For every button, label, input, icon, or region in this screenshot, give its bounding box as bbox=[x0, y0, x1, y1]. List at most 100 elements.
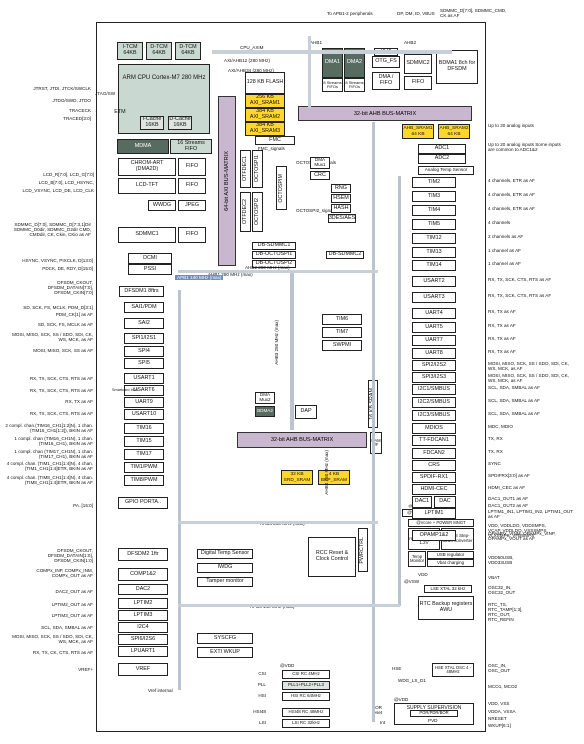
usart10: USART10 bbox=[124, 409, 164, 420]
tim1: TIM1/PWM bbox=[124, 462, 164, 473]
rcc: RCC Reset & Clock Control bbox=[308, 537, 356, 577]
exti: EXTI WKUP bbox=[197, 647, 253, 658]
sig-uart5: RX, TX as AF bbox=[488, 323, 516, 328]
dmamux2: DMA Mux2 bbox=[255, 392, 275, 404]
vdd-supply-label: @VDD bbox=[394, 697, 409, 702]
sai1: SAI1/PDM bbox=[124, 302, 164, 313]
bdma2: BDMA2 bbox=[255, 406, 275, 417]
sig-uart7: RX, TX as AF bbox=[488, 336, 516, 341]
sig-tim5: 4 channels bbox=[488, 220, 511, 225]
sig-vdd-vss: VDD, VSS bbox=[488, 701, 510, 706]
fmc: FMC bbox=[255, 136, 295, 145]
smartcard-label: Smartcard IrDA bbox=[112, 388, 139, 392]
sig-tim8: 4 compl. chan. (TIM8_CH1[1:4]N), 4 chan.… bbox=[6, 475, 93, 486]
dma2: DMA2 bbox=[344, 48, 365, 78]
sig-adc-a: Up to 20 analog inputs Some inputs are c… bbox=[488, 142, 561, 153]
sig-lpuart: RX, TX, CK, CTS, RTS as AF bbox=[32, 650, 93, 655]
i2c4: I2C4 bbox=[118, 622, 168, 633]
sig-int: Int bbox=[380, 720, 386, 725]
sig-dac1: DAC1_OUT1 as AF bbox=[488, 496, 529, 501]
sig-lptim3: LPTIM3_OUT as AF bbox=[51, 613, 93, 618]
sdmmc2: SDMMC2 bbox=[404, 54, 432, 74]
sig-tim4: 4 channels, ETR as AF bbox=[488, 206, 535, 211]
pvd: PVD bbox=[428, 718, 438, 723]
sig-uart4: RX, TX as AF bbox=[488, 309, 516, 314]
axi-sram1: 256 KB AXI_SRAM1 bbox=[245, 94, 285, 108]
wwdg: WWDG bbox=[148, 200, 176, 211]
db-sdmmc1: DB-SDMMC1 bbox=[252, 242, 296, 250]
rtc: RTC Backup registers AWU bbox=[418, 596, 474, 620]
sig-comp: COMPx_INP, COMPx_INM, COMPx_OUT as AF bbox=[36, 568, 93, 579]
bus-axi-ahb34: AXI/AHB34 (280 MHz) bbox=[228, 68, 274, 73]
dmamux1: DMA Mux1 bbox=[310, 157, 330, 169]
sig-vdda-vssa: VDDA, VSSA bbox=[488, 709, 516, 714]
sig-fdcan1: TX, RX bbox=[488, 436, 503, 441]
dma1-fifo: 8 Streams FIFOs bbox=[322, 78, 343, 92]
icache: I-Cache 16KB bbox=[140, 116, 164, 130]
adc2: ADC2 bbox=[418, 154, 466, 164]
hsi48-rc: HSI48 RC 48MHz bbox=[282, 708, 330, 717]
hsem: HSEM bbox=[331, 194, 351, 203]
sig-i2c4: SCL, SDA, SMBAL as AF bbox=[41, 625, 93, 630]
dtcm1: D-TCM 64KB bbox=[175, 42, 201, 60]
fmc-signals: FMC_signals bbox=[258, 146, 285, 151]
bus-line-apb4-h bbox=[178, 604, 400, 607]
cpu-core: ARM CPU Cortex-M7 280 MHz bbox=[118, 64, 210, 134]
tamper: Tamper monitor bbox=[197, 577, 253, 587]
tim8: TIM8/PWM bbox=[124, 475, 164, 486]
sig-i2c3: SCL, SDA, SMBAL as AF bbox=[488, 411, 540, 416]
block-fdcan2: FDCAN2 bbox=[412, 448, 456, 459]
comp: COMP1&2 bbox=[118, 568, 168, 581]
sig-usart2: RX, TX, SCK, CTS, RTS as AF bbox=[488, 277, 552, 282]
hsi-rc: HSI RC 64MHz bbox=[282, 692, 330, 701]
block-uart4: UART4 bbox=[412, 308, 456, 319]
octospim: OCTOSPIM bbox=[276, 166, 287, 210]
aes: 3DES/AES bbox=[328, 214, 356, 223]
sig-sdmmc: SDMMC_D[7:0], SDMMC_D[7:3,1]Dir SDMMC_D0… bbox=[13, 222, 91, 238]
bus-ahb3-v-label: AHB3 280 MHz (max) bbox=[274, 320, 279, 365]
lptim2: LPTIM2 bbox=[118, 598, 168, 609]
lcd-tft: LCD-TFT bbox=[118, 178, 176, 194]
sig-tim14: 1 channel as AF bbox=[488, 261, 521, 266]
sig-hsi: HSI bbox=[258, 693, 266, 698]
lsi-rc: LSI RC 32kHz bbox=[282, 719, 330, 728]
top-label-sdmmc: SDMMC_D[7:0], SDMMC_CMD, CK as AF bbox=[440, 8, 507, 19]
axi-sram3: 384 KB AXI_SRAM3 bbox=[245, 122, 285, 136]
bus-cpu-axim: CPU_AXIM bbox=[240, 45, 264, 50]
sig-dac1b: DAC1_OUT2 as AF bbox=[488, 503, 529, 508]
sig-sai2: SD, SCK, FS, MCLK as AF bbox=[37, 322, 93, 327]
block-spi2: SPI2/I2S2 bbox=[412, 360, 456, 371]
block-tim13: TIM13 bbox=[412, 247, 456, 258]
sig-opamp: OPAMPx_VINM, OPAMPx_VINP, OPAMPx_VOUT as… bbox=[488, 531, 556, 542]
sig-hse: HSE bbox=[392, 666, 402, 671]
block-lptim1: LPTIM1 bbox=[412, 508, 456, 519]
bus-line-apb4 bbox=[178, 290, 181, 690]
sig-adc-b: Up to 20 analog inputs bbox=[488, 123, 534, 128]
csi-rc: CSI RC 4MHz bbox=[282, 670, 330, 679]
block-dac1: DAC1 bbox=[412, 496, 432, 508]
sig-lptim1: LPTIM1_IN1, LPTIM1_IN2, LPTIM1_OUT as AF bbox=[488, 509, 573, 520]
sig-traced: TRACED[3:0] bbox=[63, 116, 91, 121]
sig-crs: SYNC bbox=[488, 461, 501, 466]
sig-jtag-sw: JTAG/SW bbox=[95, 91, 116, 96]
block-i2c2: I2C2/SMBUS bbox=[412, 397, 456, 408]
sig-traceck: TRACECK bbox=[69, 108, 91, 113]
hse: HSE XTAL OSC 4 - 48MHz bbox=[432, 663, 474, 677]
power-mgmt: @Vcore + POWER MNGT bbox=[408, 519, 474, 527]
sig-tim3: 4 channels, ETR as AF bbox=[488, 192, 535, 197]
adc1: ADC1 bbox=[418, 144, 466, 154]
ahb-matrix-top: 32-bit AHB BUS-MATRIX bbox=[298, 106, 472, 121]
sig-usart3: RX, TX, SCK, CTS, RTS as AF bbox=[488, 293, 552, 298]
block-usart2: USART2 bbox=[412, 276, 456, 287]
sig-pll: PLL bbox=[257, 682, 266, 687]
bus-ahb2-280: AHB2 280 MHz (max) bbox=[245, 265, 290, 270]
ahb-sram2: AHB_SRAM2 64 KB bbox=[438, 124, 470, 139]
top-label-usb: DP, DM, ID, VBUS bbox=[397, 11, 435, 16]
sig-osc: OSC_IN, OSC_OUT bbox=[488, 663, 511, 674]
otg-fs: OTG_FS bbox=[372, 56, 400, 68]
bus-line-ahb4 bbox=[372, 122, 375, 722]
block-tim2: TIM2 bbox=[412, 177, 456, 188]
crc: CRC bbox=[310, 171, 330, 180]
bus-line-apb1 bbox=[398, 176, 401, 606]
sig-lsi: LSI bbox=[259, 720, 266, 725]
